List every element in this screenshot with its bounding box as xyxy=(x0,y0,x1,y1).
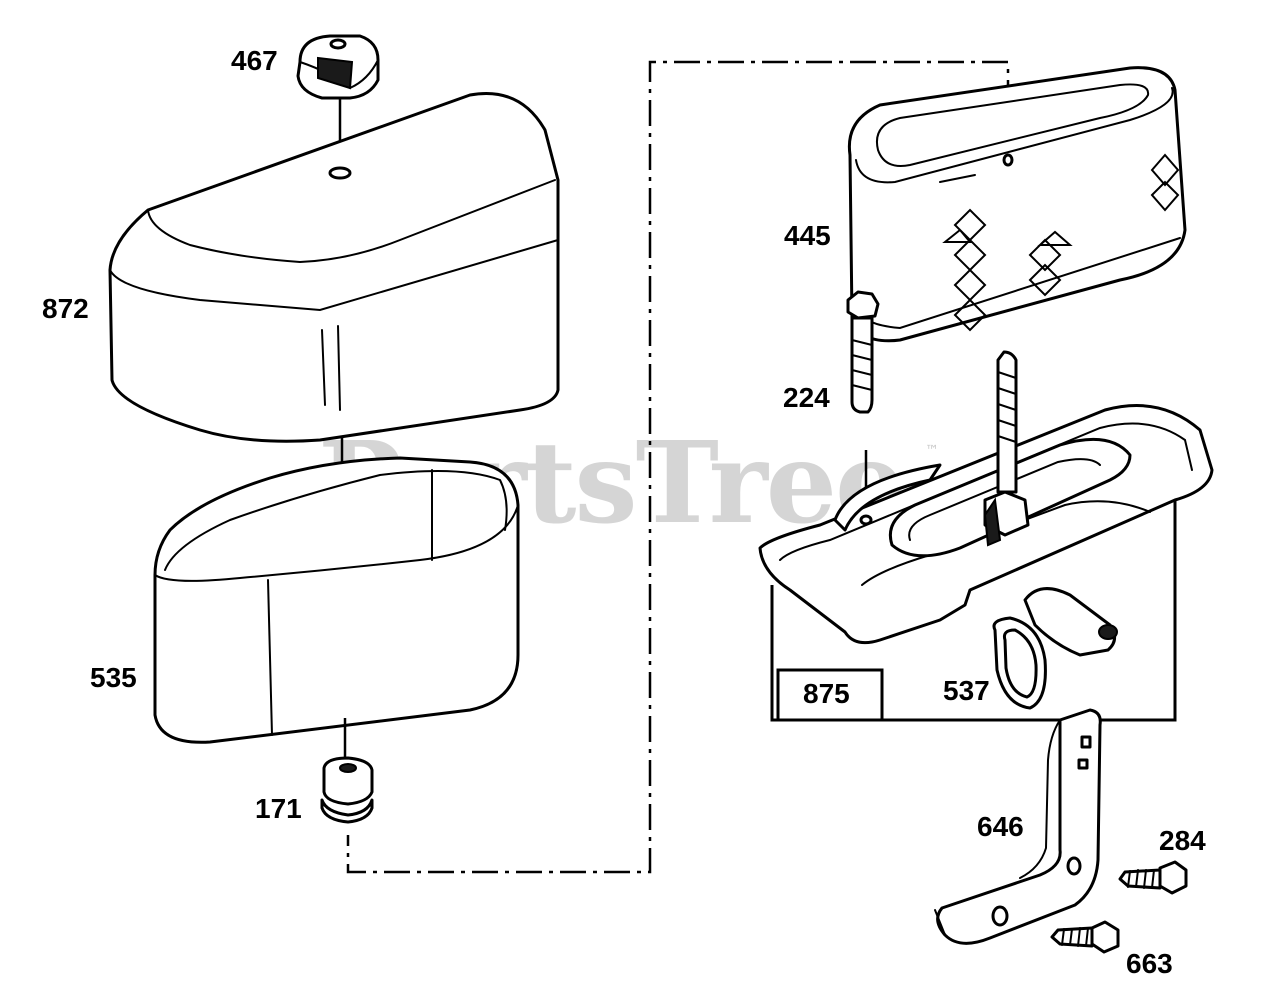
part-171-grommet xyxy=(320,756,374,824)
label-535: 535 xyxy=(90,662,137,693)
label-663: 663 xyxy=(1126,948,1173,979)
part-467-knob xyxy=(296,34,380,160)
label-171: 171 xyxy=(255,793,302,824)
part-224-bolt xyxy=(846,290,880,515)
label-467: 467 xyxy=(231,45,278,76)
label-445: 445 xyxy=(784,220,831,251)
label-875: 875 xyxy=(803,678,850,709)
label-284: 284 xyxy=(1159,825,1206,856)
filter-pattern xyxy=(942,153,1180,332)
part-284-screw xyxy=(1118,860,1188,895)
watermark-trademark: ™ xyxy=(925,443,939,459)
part-445-filter xyxy=(847,66,1187,343)
bracket-875 xyxy=(770,500,1177,722)
part-646-bracket xyxy=(934,708,1102,945)
label-872: 872 xyxy=(42,293,89,324)
assembly-line xyxy=(346,60,1010,874)
part-875-base xyxy=(758,350,1214,657)
label-646: 646 xyxy=(977,811,1024,842)
part-872-cover xyxy=(108,92,560,443)
part-663-screw xyxy=(1050,920,1120,954)
label-224: 224 xyxy=(783,382,830,413)
label-537: 537 xyxy=(943,675,990,706)
part-537-gasket xyxy=(992,616,1047,710)
part-535-precleaner xyxy=(153,456,520,744)
